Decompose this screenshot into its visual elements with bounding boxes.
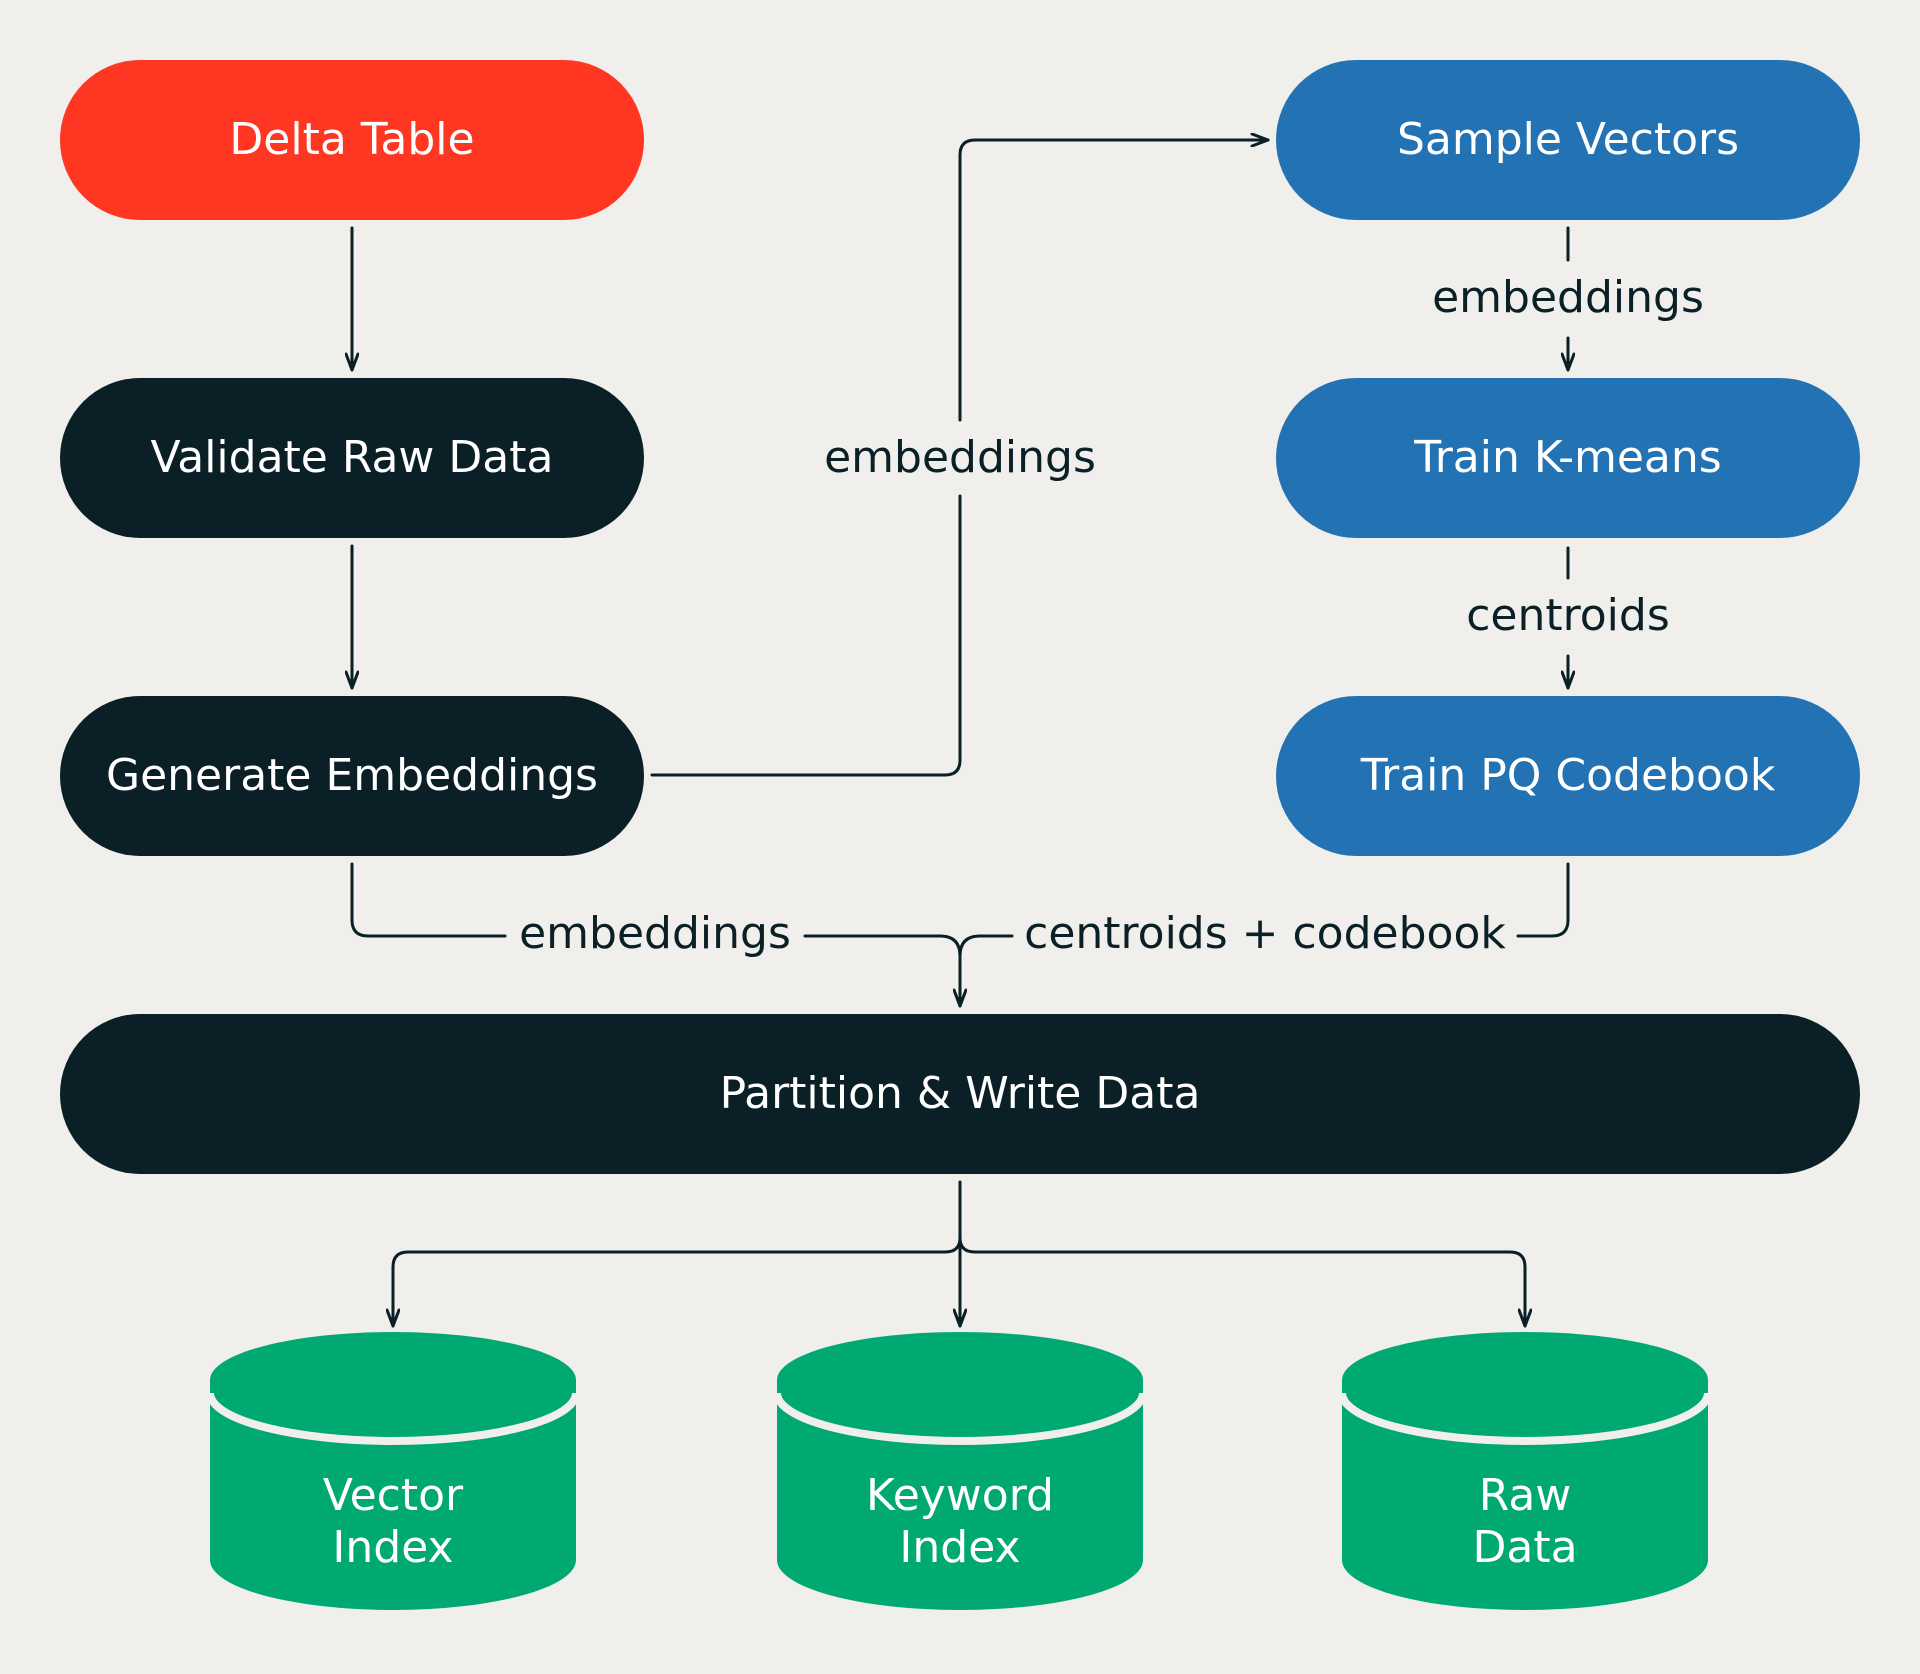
node-validate-raw-data: Validate Raw Data (60, 378, 644, 538)
edge-pq-to-partition (1516, 862, 1570, 938)
node-generate-embeddings: Generate Embeddings (60, 696, 644, 856)
node-train-pq-codebook-label: Train PQ Codebook (1360, 750, 1776, 801)
edge-generate-to-partition-join (803, 934, 960, 1008)
edge-generate-to-sample (650, 494, 962, 777)
node-sample-vectors-label: Sample Vectors (1397, 114, 1739, 165)
store-keyword-index-line2: Index (899, 1522, 1020, 1573)
edge-partition-to-raw-data (958, 1236, 1525, 1328)
node-train-kmeans-label: Train K-means (1413, 432, 1721, 483)
store-vector-index-line1: Vector (323, 1470, 464, 1521)
node-partition-write-data: Partition & Write Data (60, 1014, 1860, 1174)
store-raw-data-line2: Data (1472, 1522, 1577, 1573)
store-raw-data-line1: Raw (1479, 1470, 1572, 1521)
edge-label-generate-to-partition: embeddings (519, 908, 791, 959)
edge-label-pq-to-partition: centroids + codebook (1024, 908, 1506, 959)
node-train-kmeans: Train K-means (1276, 378, 1860, 538)
store-keyword-index: Keyword Index (773, 1332, 1147, 1610)
store-vector-index-line2: Index (332, 1522, 453, 1573)
edge-generate-to-sample-upper (958, 140, 1270, 422)
node-generate-embeddings-label: Generate Embeddings (106, 750, 598, 801)
store-vector-index: Vector Index (206, 1332, 580, 1610)
node-train-pq-codebook: Train PQ Codebook (1276, 696, 1860, 856)
edge-partition-to-vector-index (393, 1236, 962, 1328)
edge-pq-to-partition-join (958, 934, 1014, 958)
node-sample-vectors: Sample Vectors (1276, 60, 1860, 220)
store-raw-data: Raw Data (1338, 1332, 1712, 1610)
edge-label-sample-to-kmeans: embeddings (1432, 272, 1704, 323)
store-keyword-index-line1: Keyword (866, 1470, 1054, 1521)
node-delta-table-label: Delta Table (229, 114, 474, 165)
edge-label-generate-to-sample: embeddings (824, 432, 1096, 483)
edge-generate-to-partition (350, 862, 507, 938)
node-delta-table: Delta Table (60, 60, 644, 220)
node-validate-raw-data-label: Validate Raw Data (151, 432, 554, 483)
edge-label-kmeans-to-pq: centroids (1466, 590, 1670, 641)
node-partition-write-data-label: Partition & Write Data (720, 1068, 1201, 1119)
